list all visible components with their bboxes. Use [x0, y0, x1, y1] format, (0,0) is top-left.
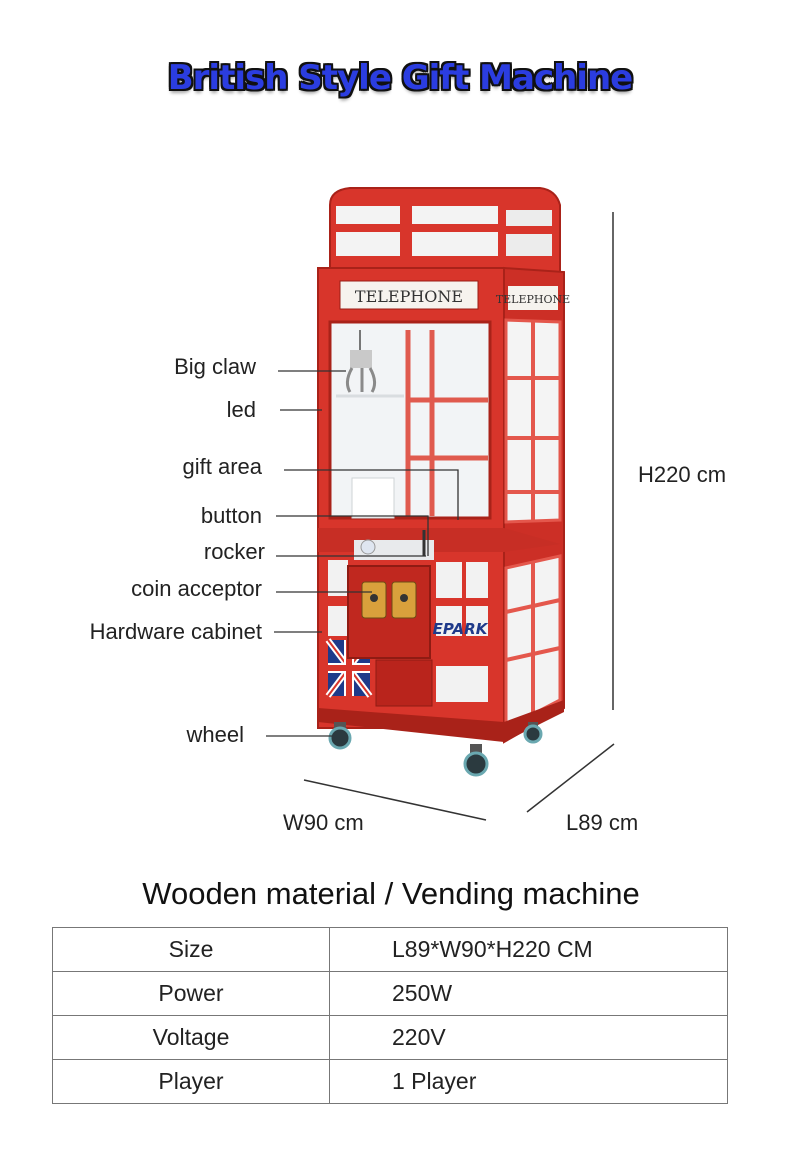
spec-value: 220V — [329, 1015, 728, 1060]
table-row: Size L89*W90*H220 CM — [52, 927, 728, 972]
callout-button: button — [200, 503, 262, 528]
page-title: British Style Gift Machine — [167, 58, 633, 98]
hardware-cabinet-door — [375, 659, 433, 707]
table-row: Player 1 Player — [52, 1059, 728, 1104]
telephone-sign: TELEPHONE — [355, 287, 463, 306]
callout-wheel: wheel — [186, 722, 244, 747]
dimension-height: H220 cm — [638, 462, 727, 487]
callout-gift-area: gift area — [182, 454, 263, 479]
telephone-sign-side: TELEPHONE — [496, 293, 570, 306]
dimension-width: W90 cm — [283, 810, 364, 835]
spec-key: Player — [52, 1059, 330, 1104]
spec-key: Size — [52, 927, 330, 972]
spec-value: L89*W90*H220 CM — [329, 927, 728, 972]
callout-led: led — [226, 397, 256, 422]
coin-acceptor-panel — [347, 565, 431, 659]
claw-machine-illustration: TELEPHONE TELEPHONE — [266, 187, 615, 821]
claw — [345, 330, 377, 393]
spec-table: Size L89*W90*H220 CM Power 250W Voltage … — [52, 927, 728, 1104]
spec-value: 1 Player — [329, 1059, 728, 1104]
callout-big-claw: Big claw — [174, 354, 256, 379]
spec-value: 250W — [329, 971, 728, 1016]
dimension-lines — [303, 212, 615, 821]
callout-rocker: rocker — [203, 539, 265, 564]
spec-key: Power — [52, 971, 330, 1016]
dimension-length: L89 cm — [566, 810, 639, 835]
table-row: Voltage 220V — [52, 1015, 728, 1060]
brand-logo: EPARK — [433, 620, 489, 638]
spec-heading: Wooden material / Vending machine — [142, 876, 640, 911]
table-row: Power 250W — [52, 971, 728, 1016]
callout-lines — [266, 370, 459, 737]
callout-hardware-cabinet: Hardware cabinet — [89, 619, 262, 644]
wheels — [328, 722, 543, 777]
machine-body: TELEPHONE TELEPHONE — [317, 266, 570, 744]
machine-roof — [329, 187, 561, 273]
callout-coin-acceptor: coin acceptor — [131, 576, 262, 601]
spec-key: Voltage — [52, 1015, 330, 1060]
